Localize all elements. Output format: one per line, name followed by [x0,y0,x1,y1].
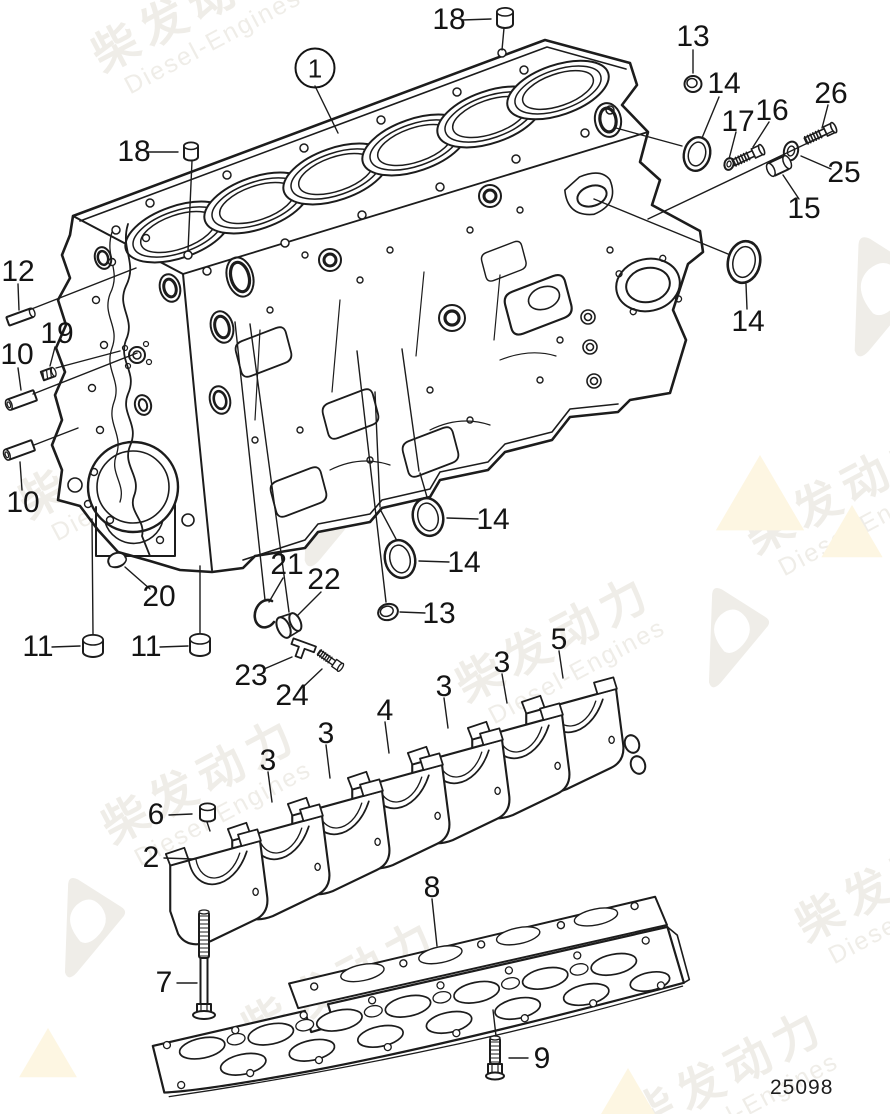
callout-3: 3 [435,670,453,703]
callout-1: 1 [294,47,336,89]
watermark [854,237,890,357]
leader-lines [17,18,834,1059]
callout-13: 13 [676,20,710,53]
callout-23: 23 [234,659,268,692]
front-face-details [67,223,195,557]
callout-22: 22 [307,563,341,596]
watermark-accent-triangle [19,1028,77,1078]
callout-2: 2 [142,841,160,874]
callout-15: 15 [787,192,821,225]
watermark-logo [708,588,770,688]
callout-17: 17 [721,105,755,138]
cylinder-block-illustration [50,38,705,574]
callout-14: 14 [707,67,741,100]
callout-12: 12 [1,255,35,288]
bearing-caps-row [164,676,647,946]
callout-20: 20 [142,580,176,613]
cylinder-bores [124,59,610,264]
callout-4: 4 [376,694,394,727]
callout-26: 26 [814,77,848,110]
flange-bolt-9 [485,1035,505,1081]
callout-10: 10 [0,338,34,371]
callout-21: 21 [270,548,304,581]
small-parts [2,7,838,1081]
drawing-number: 25098 [770,1076,834,1099]
callout-3: 3 [259,744,277,777]
watermark-accent-triangle [821,505,883,558]
callout-3: 3 [493,646,511,679]
callout-5: 5 [550,623,568,656]
gasket-plate [151,895,691,1098]
watermark-accent-triangle [601,1068,655,1114]
callout-11: 11 [22,630,54,663]
callout-6: 6 [147,798,165,831]
callout-10: 10 [6,486,40,519]
callout-16: 16 [755,94,789,127]
callout-14: 14 [476,503,510,536]
callout-3: 3 [317,717,335,750]
callout-24: 24 [275,679,309,712]
watermark-accent-triangle [715,455,805,531]
callout-18: 18 [117,135,151,168]
callout-11: 11 [130,630,162,663]
callout-9: 9 [533,1042,551,1075]
watermark-logo [854,237,890,357]
callout-13: 13 [422,597,456,630]
side-face-details [208,102,683,518]
callout-19: 19 [40,317,74,350]
deck-bolt-holes [111,48,615,276]
callout-14: 14 [731,305,765,338]
callout-18: 18 [432,3,466,36]
callout-8: 8 [423,871,441,904]
callout-7: 7 [155,966,173,999]
callout-14: 14 [447,546,481,579]
watermark-logo [64,878,126,978]
stud-bolt-7 [192,909,216,1020]
callout-25: 25 [827,156,861,189]
